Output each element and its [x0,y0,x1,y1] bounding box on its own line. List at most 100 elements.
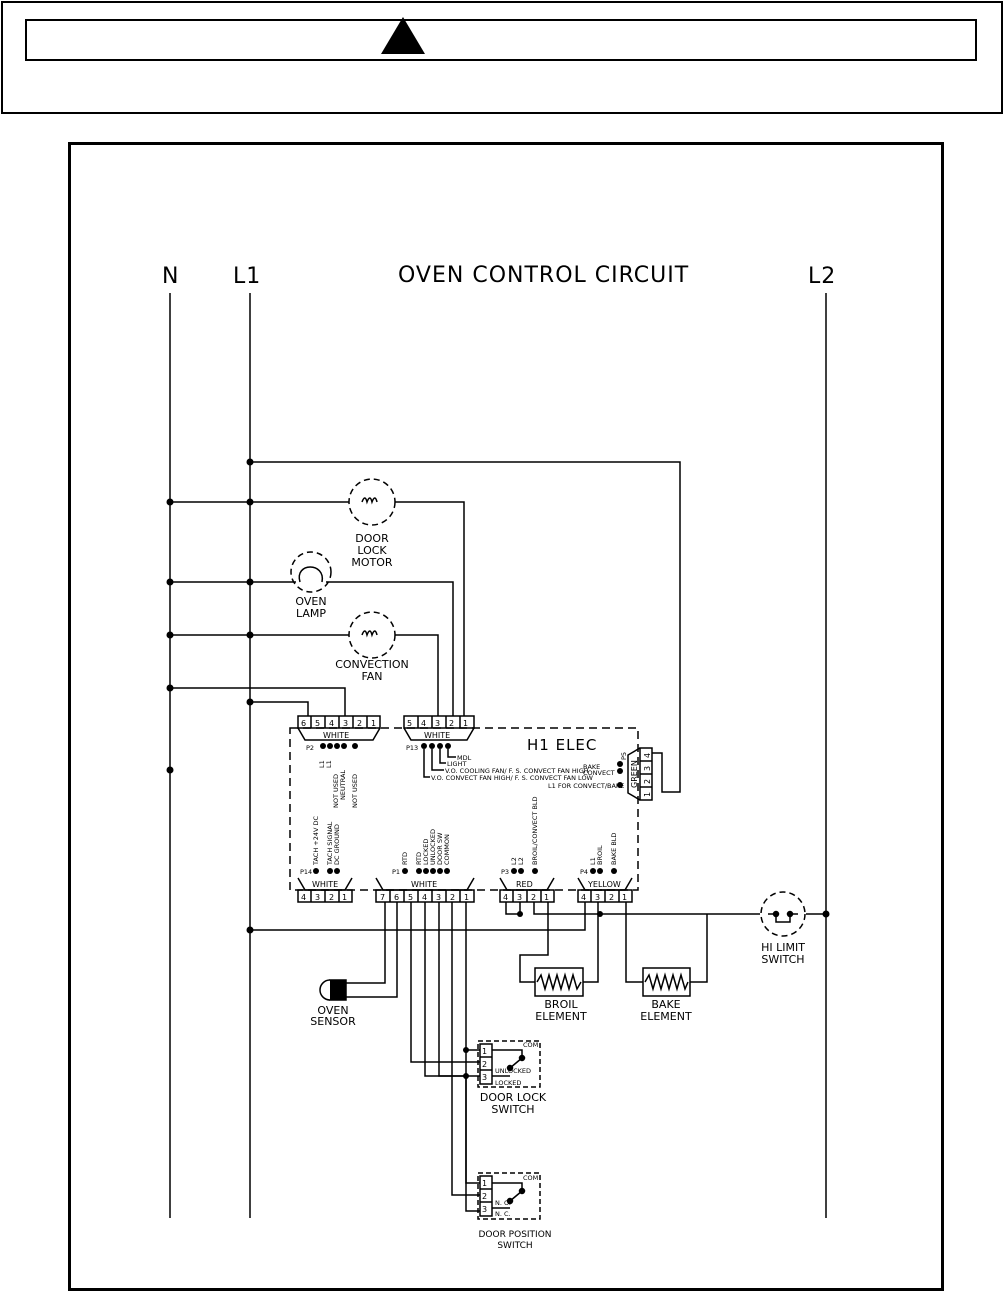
svg-text:UNLOCKED: UNLOCKED [429,829,437,865]
svg-text:P5: P5 [620,752,628,760]
svg-text:TACH SIGNAL: TACH SIGNAL [326,821,334,866]
wire-dps-2 [451,902,480,1196]
svg-text:3: 3 [315,893,320,902]
bake-element-label: BAKE [651,998,680,1011]
svg-text:CONVECT: CONVECT [583,769,615,777]
wire-fan-out [395,634,439,716]
door-lock-motor-icon [348,478,396,526]
line-label-n: N [162,264,179,289]
svg-text:2: 2 [482,1060,487,1069]
svg-text:RED: RED [516,880,533,889]
fan-coil [361,630,378,638]
lamp-bulb [298,566,323,583]
oven-sensor-label: OVEN [317,1004,348,1017]
svg-text:2: 2 [482,1192,487,1201]
svg-text:NOT USED: NOT USED [332,774,340,808]
convection-fan-icon [348,611,396,659]
svg-text:1: 1 [482,1047,487,1056]
door-position-switch-label: DOOR POSITION [478,1230,551,1240]
svg-text:BAKE: BAKE [583,763,600,771]
svg-text:3: 3 [595,893,600,902]
wire-l1-p2 [250,701,309,716]
wire-bake-b [690,914,708,983]
svg-text:V.O. CONVECT FAN HIGH/ F. S. C: V.O. CONVECT FAN HIGH/ F. S. CONVECT FAN… [431,774,594,782]
svg-text:L2: L2 [517,857,525,865]
svg-text:4: 4 [581,893,586,902]
bake-element-label: ELEMENT [640,1010,692,1023]
svg-text:3: 3 [436,893,441,902]
svg-text:WHITE: WHITE [312,880,338,889]
svg-text:2: 2 [357,719,362,728]
door-lock-switch-label: SWITCH [491,1103,534,1116]
svg-text:P13: P13 [406,744,418,752]
svg-text:1: 1 [622,893,627,902]
svg-text:4: 4 [301,893,306,902]
wire-motor-out [395,501,465,716]
svg-text:DOOR SW: DOOR SW [436,832,444,865]
svg-text:NEUTRAL: NEUTRAL [339,770,347,800]
svg-text:3: 3 [643,766,652,771]
svg-text:1: 1 [643,792,652,797]
svg-text:2: 2 [643,779,652,784]
svg-text:V.O. COOLING FAN/ F. S. CONVEC: V.O. COOLING FAN/ F. S. CONVECT FAN HIGH [445,767,589,775]
oven-lamp-label: LAMP [296,607,326,620]
svg-text:L1 FOR CONVECT/BAKE: L1 FOR CONVECT/BAKE [548,782,624,790]
svg-text:N. O.: N. O. [495,1199,511,1207]
svg-text:MDL: MDL [457,754,472,762]
svg-text:P3: P3 [501,868,509,876]
wire-sensor-a [346,902,386,984]
svg-text:BAKE BLD: BAKE BLD [610,833,618,865]
connector-p5: 4 3 2 1 GREEN P5 BAKE CONVECT L1 FOR CON… [548,747,681,801]
svg-text:2: 2 [329,893,334,902]
svg-text:1: 1 [463,719,468,728]
convection-fan-label: FAN [361,670,382,683]
line-label-l2: L2 [808,264,836,289]
line-label-l1: L1 [233,264,261,289]
wire-broil-b [583,902,599,983]
wire-p3-loop [505,902,521,915]
svg-text:L1: L1 [589,857,597,865]
svg-text:7: 7 [380,893,385,902]
svg-text:1: 1 [342,893,347,902]
svg-text:NOT USED: NOT USED [351,774,359,808]
door-lock-switch-icon: 1 2 3 COM UNLOCKED LOCKED [477,1040,541,1088]
svg-text:5: 5 [408,893,413,902]
svg-text:P1: P1 [392,868,400,876]
svg-text:5: 5 [315,719,320,728]
hi-limit-switch-icon [760,891,806,937]
svg-text:3: 3 [482,1205,487,1214]
svg-text:3: 3 [343,719,348,728]
wire-dps-3 [438,902,480,1212]
svg-text:RTD: RTD [415,852,423,865]
wire-sensor-b [346,902,398,998]
svg-text:3: 3 [517,893,522,902]
svg-text:WHITE: WHITE [323,731,349,740]
svg-text:L2: L2 [510,857,518,865]
svg-text:COMMON: COMMON [443,834,451,865]
hi-limit-switch-label: HI LIMIT [761,941,805,954]
svg-text:WHITE: WHITE [411,880,437,889]
wire-lamp-out [326,581,454,716]
svg-text:1: 1 [371,719,376,728]
broil-element-icon [534,967,584,997]
door-position-switch-icon: 1 2 3 COM N. O. N. C. [477,1172,541,1220]
svg-text:2: 2 [609,893,614,902]
svg-text:3: 3 [482,1073,487,1082]
oven-sensor-icon [319,979,347,1001]
svg-text:4: 4 [422,893,427,902]
svg-text:BROIL/CONVECT BLD: BROIL/CONVECT BLD [531,796,539,865]
svg-text:RTD: RTD [401,852,409,865]
svg-text:P2: P2 [306,744,314,752]
board-label: H1 ELEC [527,736,597,754]
svg-text:GREEN: GREEN [630,760,639,788]
svg-text:LIGHT: LIGHT [447,760,466,768]
svg-text:1: 1 [464,893,469,902]
door-lock-motor-label: DOOR [355,532,389,545]
svg-text:UNLOCKED: UNLOCKED [495,1067,531,1075]
connector-p1: P1 RTD RTD LOCKED UNLOCKED DOOR SW COMMO… [375,829,475,903]
connector-p2: 6 5 4 3 2 1 WHITE P2 L1 L1 NOT USED NEUT… [297,715,381,808]
wire-n-p2 [170,687,346,716]
door-position-switch-label: SWITCH [497,1241,532,1251]
svg-text:BROIL: BROIL [596,845,604,865]
